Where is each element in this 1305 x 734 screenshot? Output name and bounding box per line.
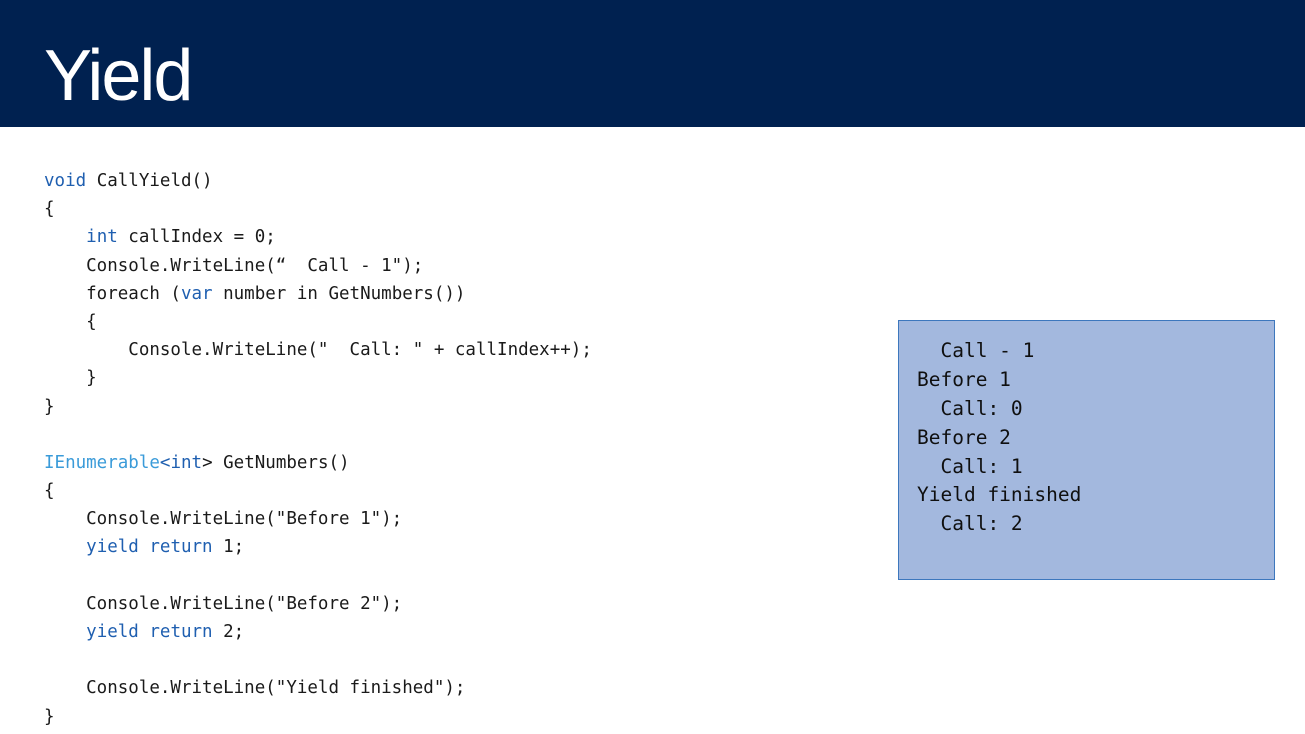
output-line: Before 2 bbox=[917, 425, 1011, 449]
output-line: Call: 0 bbox=[917, 396, 1023, 420]
code-indent bbox=[44, 622, 86, 642]
code-line: { bbox=[44, 481, 55, 502]
code-keyword: void bbox=[44, 171, 87, 191]
code-line: Console.WriteLine("Before 1"); bbox=[44, 509, 403, 530]
output-line: Yield finished bbox=[917, 483, 1082, 507]
code-line: foreach (var number in GetNumbers()) bbox=[44, 280, 592, 308]
code-line: IEnumerable<int> GetNumbers() bbox=[44, 449, 592, 477]
code-line: { bbox=[44, 199, 55, 220]
code-line: } bbox=[44, 396, 55, 417]
code-line: Console.WriteLine(" Call: " + callIndex+… bbox=[44, 340, 592, 361]
console-output-box: Call - 1 Before 1 Call: 0 Before 2 Call:… bbox=[898, 320, 1275, 580]
code-keyword: int bbox=[86, 227, 118, 248]
code-text: number in GetNumbers()) bbox=[212, 283, 466, 304]
code-blank-line bbox=[44, 421, 592, 449]
code-block: void CallYield() { int callIndex = 0; Co… bbox=[44, 167, 592, 731]
code-keyword: var bbox=[180, 283, 213, 304]
output-line: Call - 1 bbox=[917, 339, 1035, 362]
code-text: callIndex = 0; bbox=[117, 227, 276, 248]
code-line: Console.WriteLine("Yield finished"); bbox=[44, 678, 466, 699]
code-indent bbox=[44, 227, 86, 247]
code-line: { bbox=[44, 311, 97, 332]
code-text: foreach ( bbox=[44, 283, 181, 304]
code-line: void CallYield() bbox=[44, 167, 592, 195]
title-bar: Yield bbox=[0, 0, 1305, 127]
code-text: < bbox=[159, 452, 171, 473]
code-line: int callIndex = 0; bbox=[44, 223, 592, 251]
code-keyword: yield return bbox=[86, 537, 213, 558]
code-indent bbox=[44, 537, 86, 557]
code-text: 1; bbox=[212, 537, 245, 558]
code-type: IEnumerable bbox=[44, 452, 160, 473]
code-line: } bbox=[44, 706, 55, 727]
code-line: yield return 1; bbox=[44, 533, 592, 561]
output-line: Call: 2 bbox=[917, 512, 1023, 536]
code-text: CallYield() bbox=[86, 171, 213, 191]
code-line: yield return 2; bbox=[44, 618, 592, 646]
code-line: Console.WriteLine("Before 2"); bbox=[44, 593, 403, 614]
code-keyword: int bbox=[170, 452, 203, 473]
slide-title: Yield bbox=[44, 36, 193, 116]
code-line: } bbox=[44, 368, 97, 389]
code-blank-line bbox=[44, 562, 592, 590]
code-text: > GetNumbers() bbox=[202, 452, 350, 473]
code-blank-line bbox=[44, 646, 592, 674]
code-line: Console.WriteLine(“ Call - 1"); bbox=[44, 255, 424, 276]
output-line: Before 1 bbox=[917, 367, 1011, 391]
code-keyword: yield return bbox=[86, 622, 213, 642]
code-text: 2; bbox=[212, 622, 245, 642]
output-line: Call: 1 bbox=[917, 454, 1023, 478]
